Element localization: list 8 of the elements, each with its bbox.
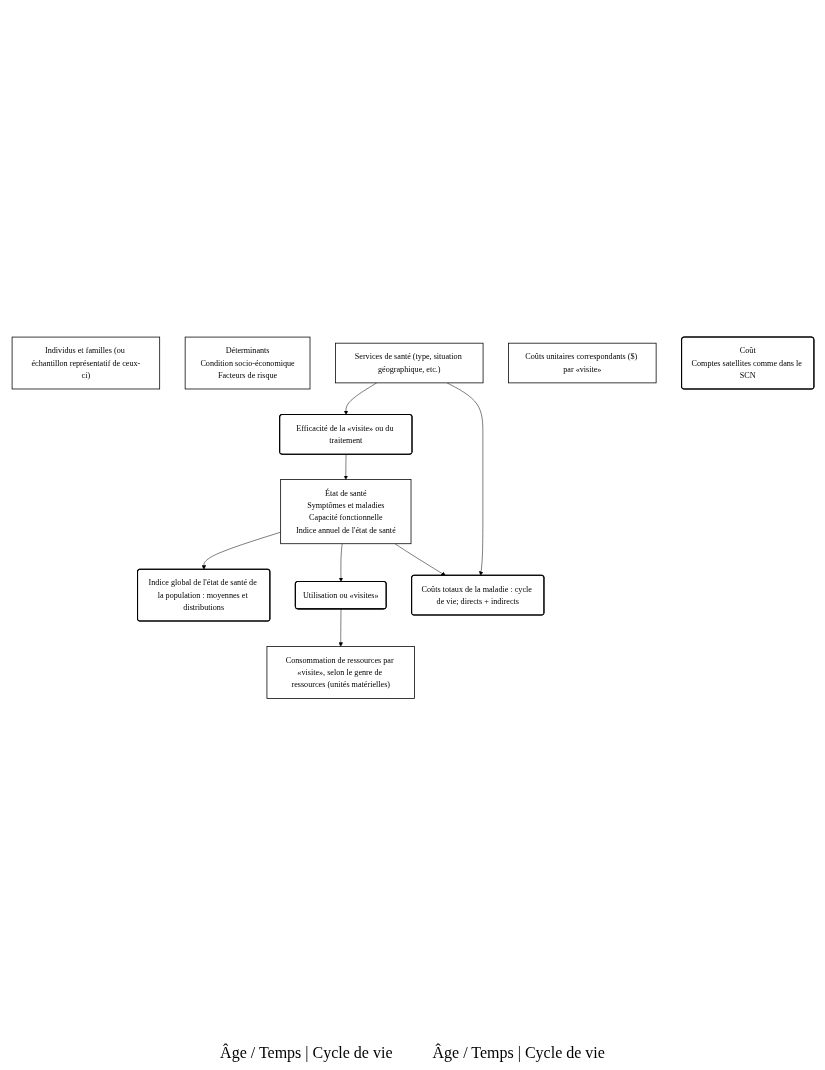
node-box: État de santé Symptômes et maladies Capacité fonctionnelle Indice annuel de l'état de santé [279, 479, 411, 545]
node-box: Déterminants Condition socio-économique Facteurs de risque [184, 336, 310, 390]
node-box: Individus et familles (ou échantillon représentatif de ceux-ci) [11, 336, 160, 390]
node-box: Consommation de ressources par «visite», selon le genre de ressources (unités matérielles) [266, 646, 415, 700]
axis-label: Âge / Temps | Cycle de vie [220, 1044, 393, 1062]
node-box: Services de santé (type, situation géographique, etc.) [334, 343, 483, 384]
node-box: Coûts unitaires correspondants ($) par «visite» [507, 343, 656, 384]
axis-label: Âge / Temps | Cycle de vie [432, 1044, 605, 1062]
